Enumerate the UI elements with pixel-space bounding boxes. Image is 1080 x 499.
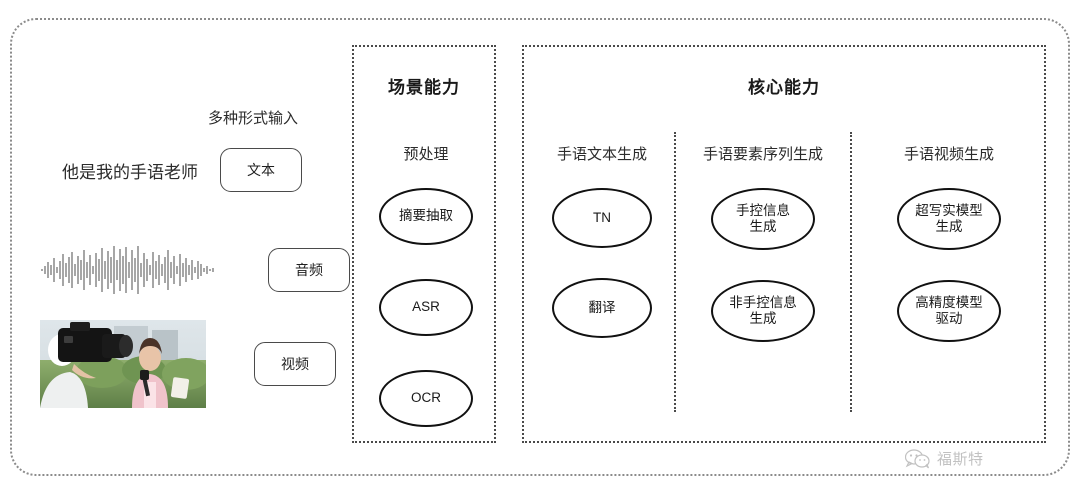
node-translation[interactable]: 翻译 — [552, 278, 652, 338]
watermark: 福斯特 — [905, 448, 984, 469]
core-column-3-heading: 手语视频生成 — [903, 146, 994, 163]
node-wrap: 高精度模型 驱动 — [854, 280, 1044, 342]
scene-capability-panel: 场景能力 预处理 摘要抽取 ASR OCR — [352, 45, 496, 443]
spacer — [676, 250, 850, 280]
scene-panel-title: 场景能力 — [388, 78, 460, 97]
node-wrap: 非手控信息 生成 — [676, 280, 850, 342]
scene-column-heading: 预处理 — [403, 146, 449, 163]
wechat-bubbles-icon — [905, 448, 930, 468]
node-asr[interactable]: ASR — [379, 279, 473, 336]
core-divider-1 — [674, 132, 676, 412]
core-column-sign-text: 手语文本生成 TN 翻译 — [530, 147, 674, 338]
core-column-1-heading: 手语文本生成 — [556, 146, 647, 163]
spacer — [854, 250, 1044, 280]
node-tn[interactable]: TN — [552, 188, 652, 248]
core-divider-2 — [850, 132, 852, 412]
node-high-precision-model-driving[interactable]: 高精度模型 驱动 — [897, 280, 1001, 342]
input-section-caption: 多种形式输入 — [207, 110, 298, 127]
core-column-2-heading: 手语要素序列生成 — [702, 146, 823, 163]
node-manual-info-generation[interactable]: 手控信息 生成 — [711, 188, 815, 250]
input-type-text-button[interactable]: 文本 — [220, 148, 302, 192]
input-type-video-button[interactable]: 视频 — [254, 342, 336, 386]
input-row-audio: 音频 — [40, 244, 350, 296]
core-capability-panel: 核心能力 手语文本生成 TN 翻译 手语要素序列生成 手控信息 生成 非手控信息… — [522, 45, 1046, 443]
core-column-sign-video: 手语视频生成 超写实模型 生成 高精度模型 驱动 — [854, 147, 1044, 342]
audio-waveform-icon — [41, 246, 214, 294]
scene-column-preprocess: 预处理 摘要抽取 ASR OCR — [354, 147, 498, 427]
node-wrap: ASR — [354, 279, 498, 336]
watermark-label: 福斯特 — [937, 451, 984, 468]
input-row-text: 他是我的手语老师 文本 — [40, 148, 302, 192]
node-photorealistic-model-generation[interactable]: 超写实模型 生成 — [897, 188, 1001, 250]
spacer — [354, 245, 498, 279]
node-wrap: OCR — [354, 370, 498, 427]
spacer — [354, 336, 498, 370]
node-summary-extraction[interactable]: 摘要抽取 — [379, 188, 473, 245]
node-ocr[interactable]: OCR — [379, 370, 473, 427]
input-type-audio-button[interactable]: 音频 — [268, 248, 350, 292]
node-non-manual-info-generation[interactable]: 非手控信息 生成 — [711, 280, 815, 342]
node-wrap: 翻译 — [530, 278, 674, 338]
input-row-video: 视频 — [40, 320, 336, 408]
video-thumbnail — [40, 320, 206, 408]
node-wrap: TN — [530, 188, 674, 248]
node-wrap: 超写实模型 生成 — [854, 188, 1044, 250]
core-panel-title: 核心能力 — [748, 78, 820, 97]
outer-frame — [10, 18, 1070, 476]
core-column-sign-element-sequence: 手语要素序列生成 手控信息 生成 非手控信息 生成 — [676, 147, 850, 342]
sample-sentence: 他是我的手语老师 — [62, 162, 198, 182]
node-wrap: 摘要抽取 — [354, 188, 498, 245]
spacer — [530, 248, 674, 278]
node-wrap: 手控信息 生成 — [676, 188, 850, 250]
